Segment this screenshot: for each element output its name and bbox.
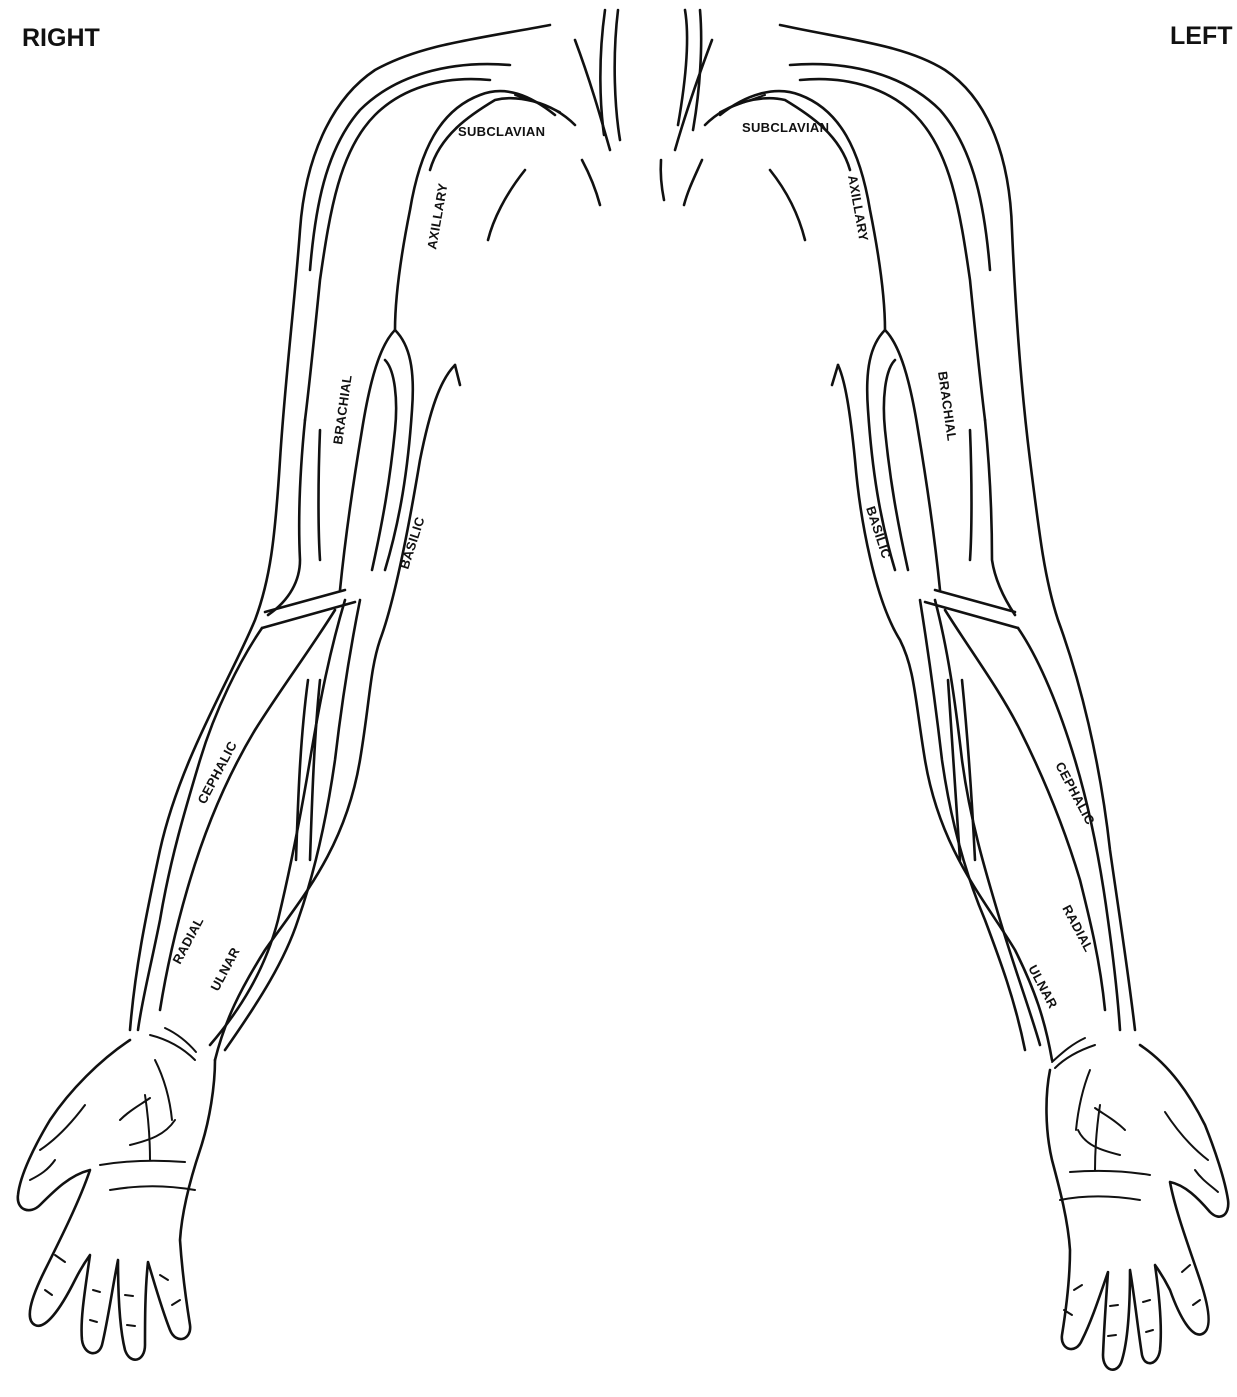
left-side-label: LEFT — [1170, 22, 1233, 50]
left-arm: SUBCLAVIAN AXILLARY BRACHIAL BASILIC CEP… — [705, 25, 1228, 1370]
right-basilic-label: BASILIC — [397, 515, 428, 571]
left-brachial-label: BRACHIAL — [935, 370, 960, 442]
right-brachial-label: BRACHIAL — [330, 374, 355, 446]
right-subclavian-label: SUBCLAVIAN — [458, 124, 545, 139]
right-axillary-label: AXILLARY — [424, 182, 450, 251]
left-axillary-label: AXILLARY — [845, 174, 871, 243]
left-subclavian-label: SUBCLAVIAN — [742, 120, 829, 135]
right-side-label: RIGHT — [22, 24, 100, 52]
right-ulnar-label: ULNAR — [207, 945, 242, 994]
